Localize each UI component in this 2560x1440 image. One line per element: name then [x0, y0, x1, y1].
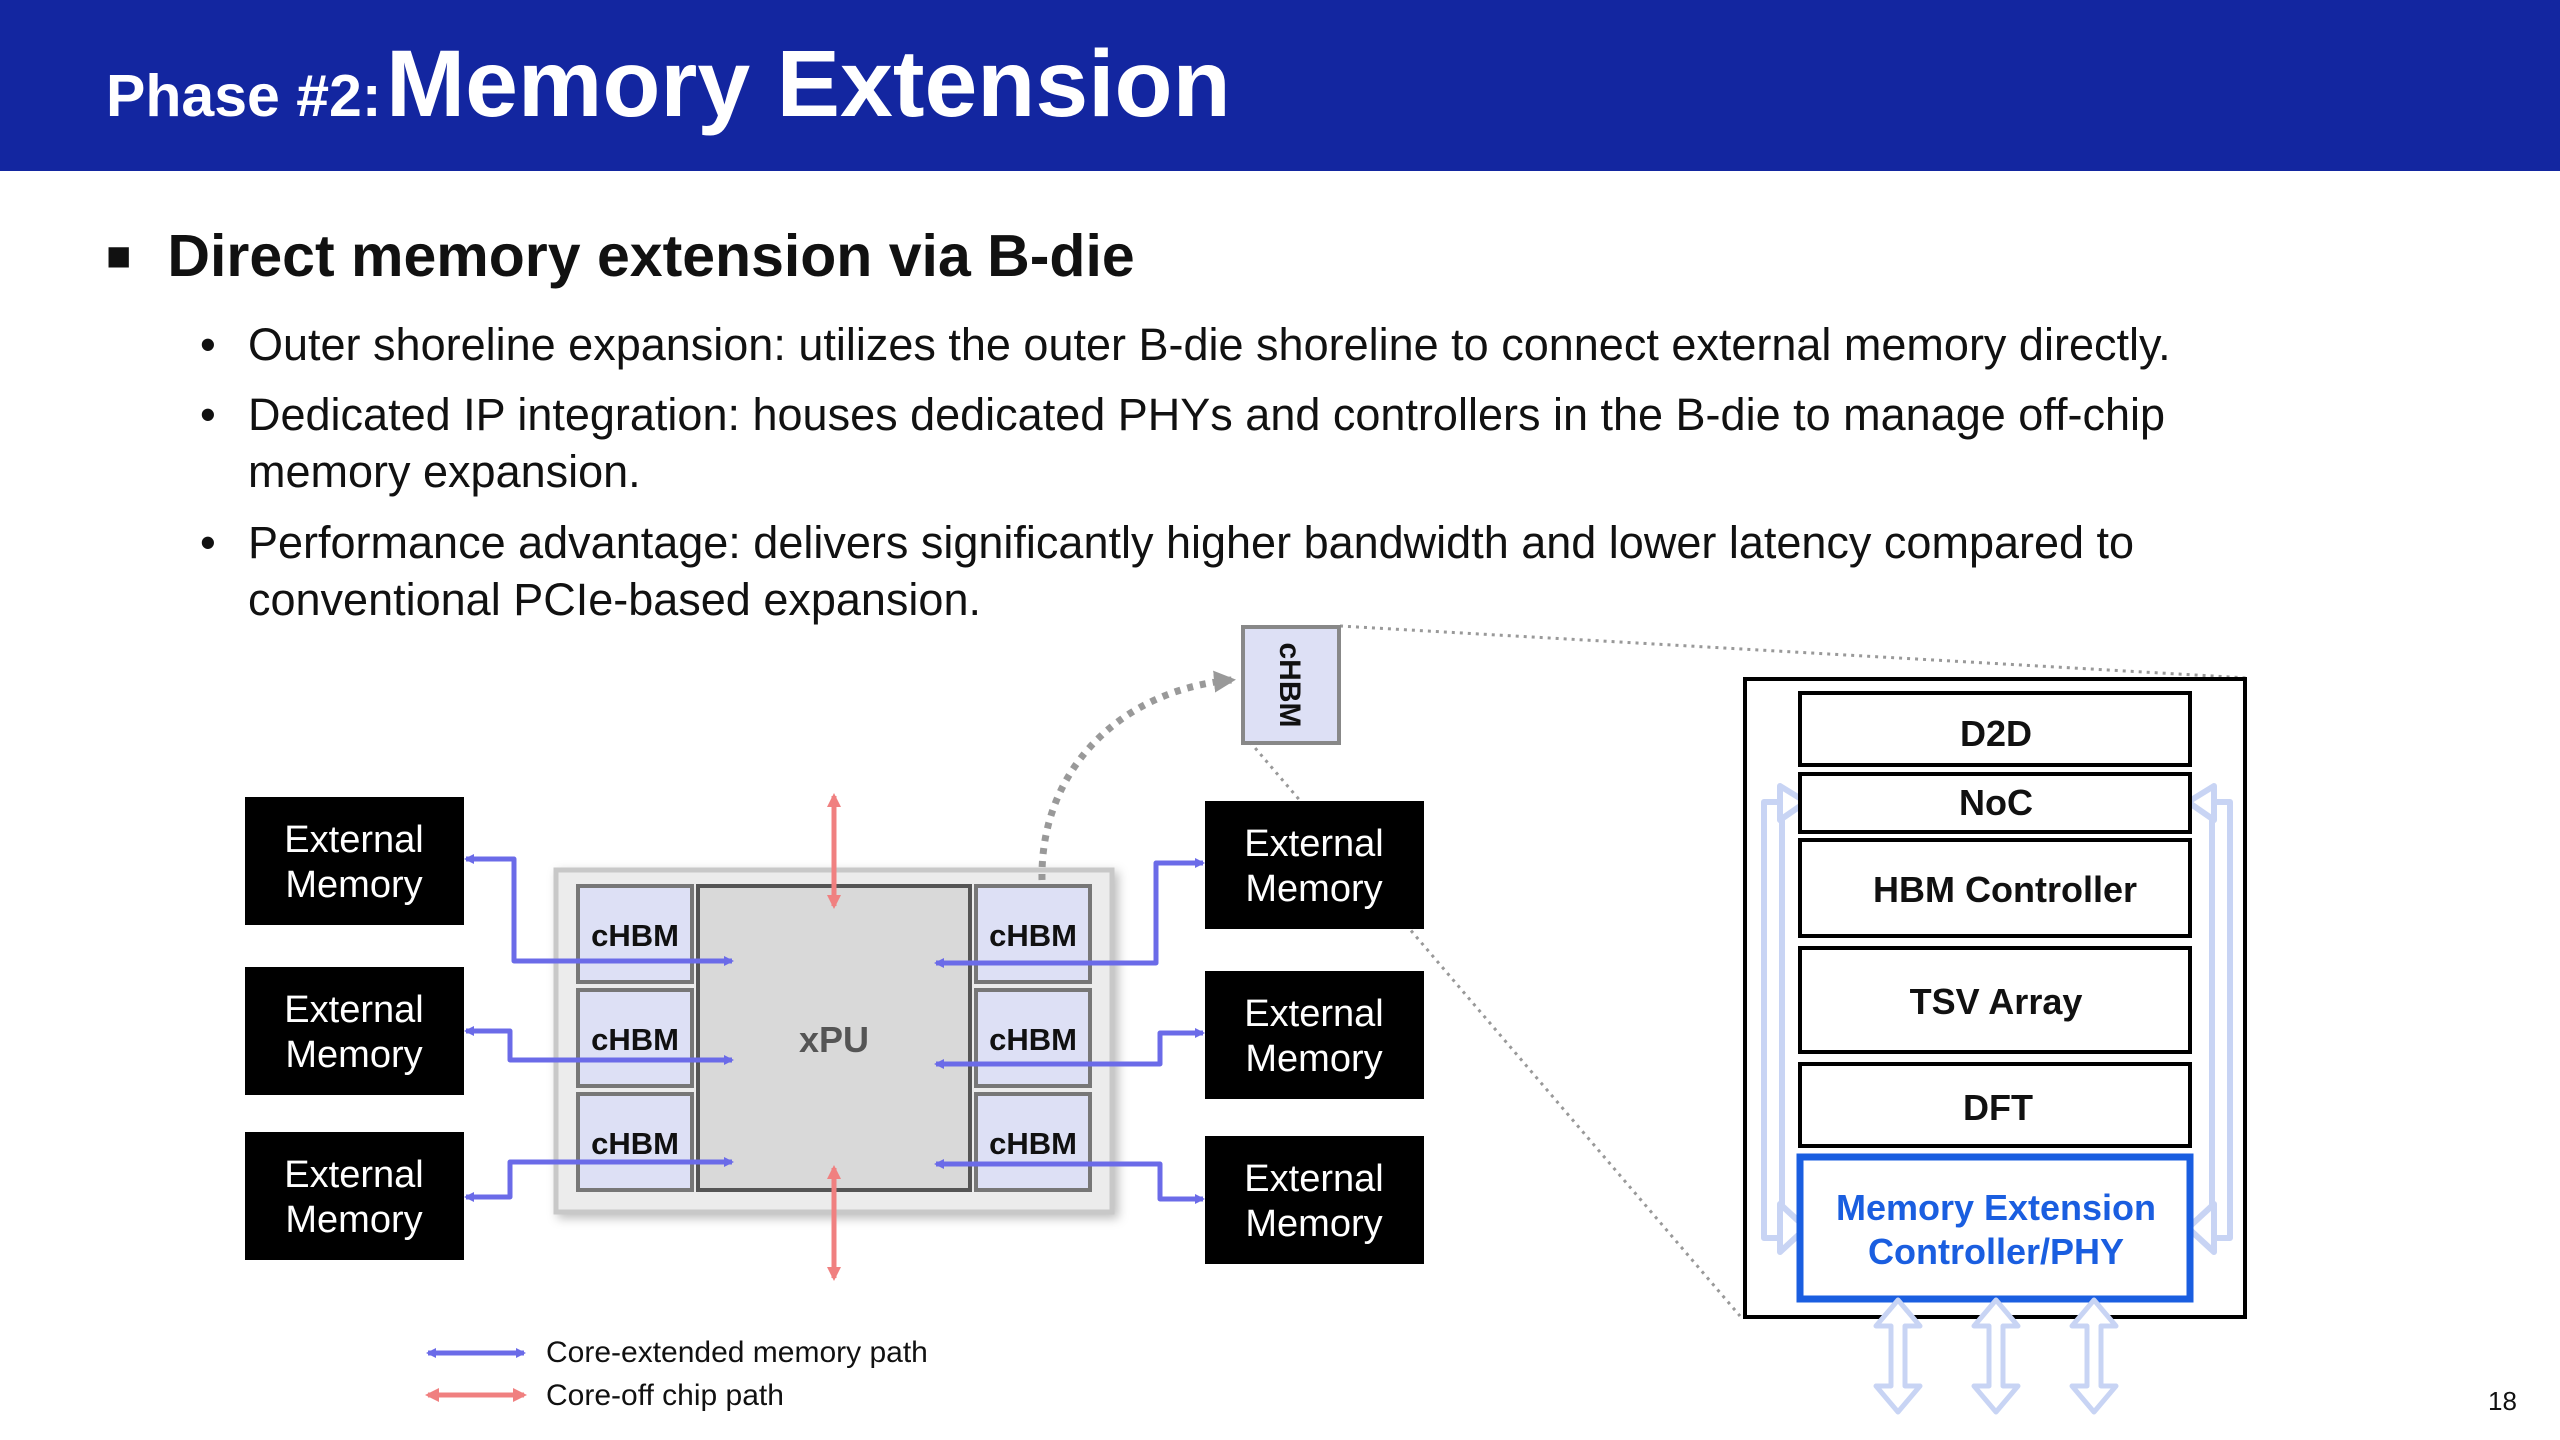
blue-path-arrow: [934, 858, 1205, 968]
bullet-text: Performance advantage: delivers signific…: [248, 517, 2135, 625]
side-flow-arrows: [1761, 783, 2233, 1255]
ext-mem-line2: Memory: [285, 1034, 422, 1076]
bullet-text: Outer shoreline expansion: utilizes the …: [248, 319, 2171, 370]
legend-core-extended: Core-extended memory path: [546, 1336, 928, 1369]
external-memory-box: [1205, 801, 1424, 929]
chbm-label: cHBM: [591, 918, 679, 953]
right-flow-arrow: [2212, 799, 2233, 1241]
title-bar: Phase #2: Memory Extension: [0, 0, 2560, 171]
external-memory-box: [245, 967, 464, 1095]
chbm-label: cHBM: [591, 1022, 679, 1057]
ext-mem-line1: External: [284, 1154, 423, 1196]
bullet-dot-icon: •: [200, 517, 216, 568]
chbm-zoom-block: [1241, 625, 1341, 745]
ext-mem-line2: Memory: [1245, 1038, 1382, 1080]
layer-memory-extension-phy: [1796, 1153, 2194, 1303]
bullet-text: Dedicated IP integration: houses dedicat…: [248, 389, 2166, 497]
ext-mem-line1: External: [1244, 993, 1383, 1035]
left-flow-arrow-inner: [1779, 817, 1785, 1223]
page-title: Phase #2: Memory Extension: [106, 30, 1231, 139]
square-bullet-icon: ■: [106, 232, 132, 279]
core-extended-paths: [464, 854, 1205, 1204]
title-text: Memory Extension: [385, 31, 1231, 137]
right-arrowhead-bottom: [2185, 1201, 2217, 1255]
blue-path-arrow: [464, 854, 734, 966]
io-arrows: [1873, 1297, 2119, 1415]
section-heading-text: Direct memory extension via B-die: [167, 223, 1135, 289]
chbm-label: cHBM: [989, 1022, 1077, 1057]
ext-mem-line2: Memory: [1245, 1203, 1382, 1245]
right-arrowhead-top: [2185, 783, 2217, 823]
zoom-connector-lines: [1248, 624, 2249, 1317]
chbm-label: cHBM: [591, 1126, 679, 1161]
external-memory-box: [245, 797, 464, 925]
external-memory-box: [1205, 1136, 1424, 1264]
layer-label: NoC: [1959, 782, 2033, 823]
bullet-dot-icon: •: [200, 389, 216, 440]
chbm-zoom-label: cHBM: [1273, 642, 1306, 727]
stack-layers: D2D NoC HBM Controller TSV Array DFT Mem…: [1796, 691, 2194, 1303]
highlight-line2: Controller/PHY: [1868, 1231, 2124, 1272]
blue-path-arrow: [934, 1159, 1205, 1204]
ext-mem-line1: External: [284, 819, 423, 861]
bullet-item: • Performance advantage: delivers signif…: [200, 514, 2340, 628]
ext-mem-line2: Memory: [285, 1199, 422, 1241]
layer-label: DFT: [1963, 1087, 2033, 1128]
highlight-line1: Memory Extension: [1836, 1187, 2156, 1228]
bullet-dot-icon: •: [200, 319, 216, 370]
io-double-arrow: [1873, 1297, 1923, 1415]
left-flow-arrow: [1761, 799, 1780, 1241]
ext-mem-line2: Memory: [285, 864, 422, 906]
page-number: 18: [2488, 1386, 2517, 1416]
ext-mem-line2: Memory: [1245, 868, 1382, 910]
blue-path-arrow: [934, 1028, 1205, 1069]
io-double-arrow: [2069, 1297, 2119, 1415]
layer-label: D2D: [1960, 713, 2032, 754]
layer-label: TSV Array: [1910, 981, 2083, 1022]
left-arrowhead-top: [1777, 783, 1809, 823]
legend-core-off: Core-off chip path: [546, 1379, 784, 1412]
blue-path-arrow: [464, 1157, 734, 1202]
zoom-curved-arrow: [1038, 670, 1236, 881]
blue-path-arrow: [464, 1026, 734, 1065]
layer-hbm-controller: [1798, 838, 2192, 938]
external-memory-boxes: External Memory External Memory External…: [245, 797, 1424, 1264]
xpu-die: [696, 884, 972, 1192]
ext-mem-line1: External: [1244, 823, 1383, 865]
section-heading: ■ Direct memory extension via B-die: [106, 222, 1135, 290]
phase-label: Phase #2:: [106, 63, 382, 129]
chbm-label: cHBM: [989, 1126, 1077, 1161]
io-double-arrow: [1971, 1297, 2021, 1415]
ext-mem-line1: External: [284, 989, 423, 1031]
bullet-item: • Dedicated IP integration: houses dedic…: [200, 386, 2340, 500]
layer-noc: [1798, 772, 2192, 834]
chbm-label: cHBM: [989, 918, 1077, 953]
xpu-label: xPU: [799, 1019, 869, 1060]
layer-label: HBM Controller: [1873, 869, 2137, 910]
external-memory-box: [1205, 971, 1424, 1099]
layer-d2d: [1798, 691, 2192, 767]
external-memory-box: [245, 1132, 464, 1260]
left-arrowhead-bottom: [1777, 1201, 1809, 1255]
layer-dft: [1798, 1062, 2192, 1148]
layer-tsv-array: [1798, 946, 2192, 1054]
bullet-item: • Outer shoreline expansion: utilizes th…: [200, 316, 2340, 373]
ext-mem-line1: External: [1244, 1158, 1383, 1200]
